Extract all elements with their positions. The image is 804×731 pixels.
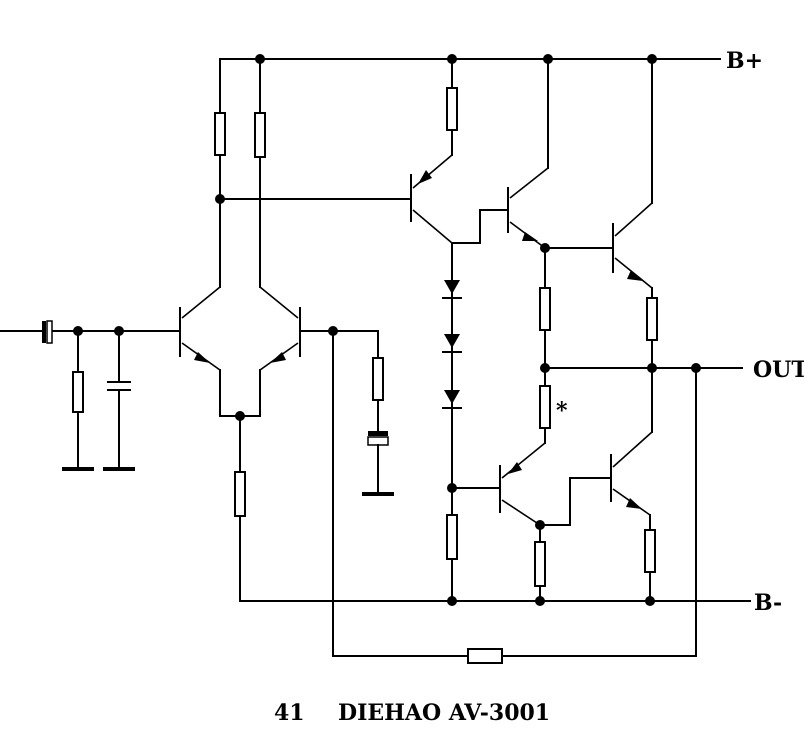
feedback-network — [299, 330, 697, 664]
tail-resistor — [234, 471, 246, 517]
input-bias-resistor — [62, 330, 94, 471]
diff-pair-right-transistor — [259, 286, 301, 371]
junction-dots — [73, 54, 701, 606]
label-bplus: B+ — [726, 48, 763, 74]
rail-positive — [219, 58, 721, 116]
vas-emitter-resistor — [446, 514, 458, 560]
caption-title: DIEHAO AV-3001 — [338, 700, 550, 726]
upper-output-transistor — [612, 58, 658, 369]
marked-bias-resistor — [539, 385, 551, 429]
upper-driver-transistor — [479, 58, 549, 249]
diff-left-load-resistor — [214, 112, 226, 156]
label-marker: * — [556, 398, 568, 424]
caption-number: 41 — [274, 700, 305, 726]
lower-output-transistor — [610, 367, 656, 602]
input-coupling-capacitor — [42, 320, 53, 344]
lower-driver-transistor — [451, 427, 611, 602]
upper-driver-emitter — [539, 247, 614, 387]
diff-right-load-resistor — [254, 112, 266, 158]
bias-diode-string — [442, 242, 462, 516]
diff-pair-left-transistor — [179, 286, 221, 371]
input-filter-capacitor — [103, 330, 135, 471]
label-bminus: B- — [754, 590, 782, 616]
vas-transistor — [410, 58, 481, 244]
label-out: OUT — [753, 357, 804, 383]
